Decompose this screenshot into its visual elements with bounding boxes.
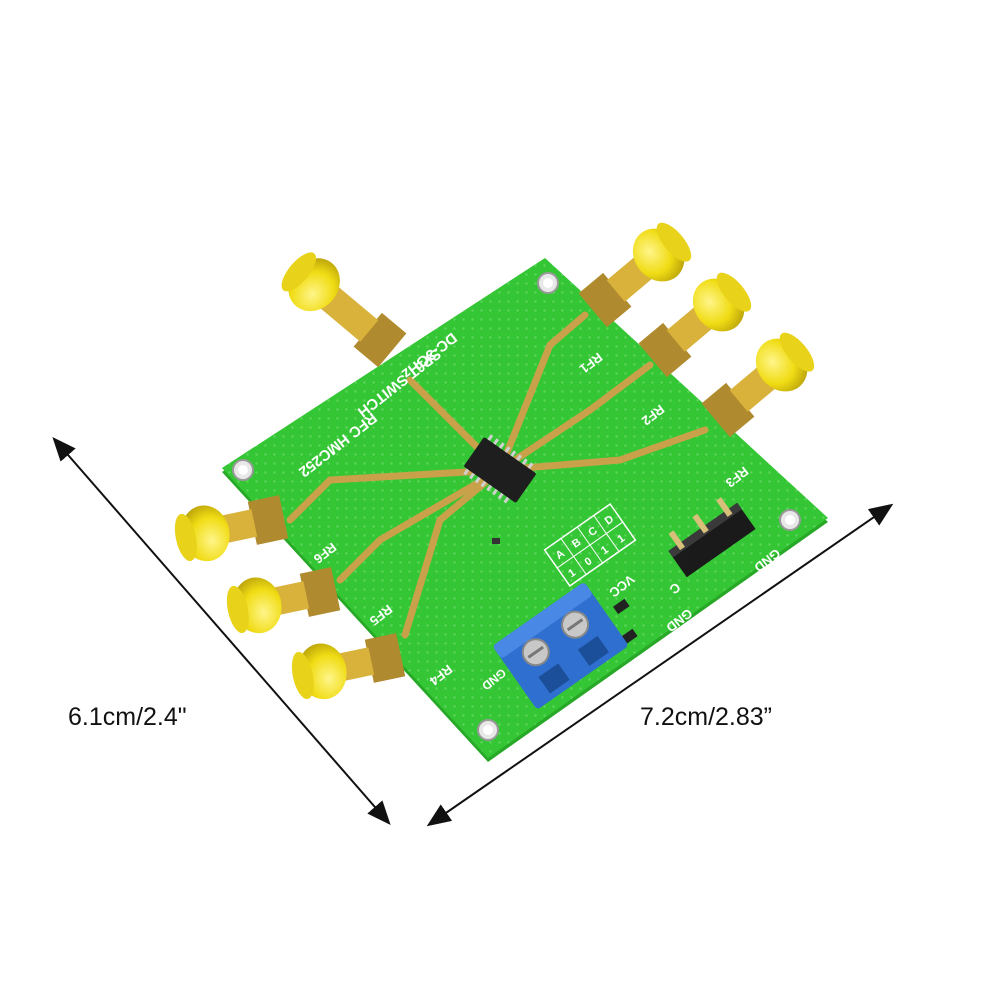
sma-connector-rf2	[638, 272, 752, 378]
smd-component	[492, 538, 500, 544]
truth-cell: 0	[583, 555, 595, 568]
length-dimension-arrow	[426, 503, 894, 827]
truth-cell: 1	[566, 567, 578, 580]
truth-cell: 1	[599, 544, 611, 557]
sma-connector-rfc	[281, 252, 407, 368]
smd-component	[620, 628, 638, 645]
screw-terminal	[493, 583, 628, 709]
pcb-board: SP6T SWITCH DC-3GHz RFC HMC252 RF1 RF2 R…	[222, 258, 828, 762]
switch-chip	[463, 434, 536, 504]
mounting-hole	[779, 509, 801, 531]
mounting-hole	[537, 272, 559, 294]
truth-cell: 1	[615, 532, 627, 545]
mounting-hole	[232, 459, 254, 481]
mounting-hole	[477, 719, 499, 741]
width-dimension-label: 6.1cm/2.4"	[68, 703, 187, 731]
width-dimension-arrow	[52, 436, 391, 826]
pin-header	[668, 497, 756, 578]
sma-connector-rf4	[291, 633, 406, 700]
sma-connector-rf5	[226, 567, 341, 634]
sma-connector-rf3	[701, 332, 815, 438]
sma-connector-rf6	[174, 495, 289, 562]
sma-connector-rf1	[578, 222, 692, 328]
length-dimension-label: 7.2cm/2.83”	[640, 703, 773, 731]
smd-component	[612, 598, 630, 615]
